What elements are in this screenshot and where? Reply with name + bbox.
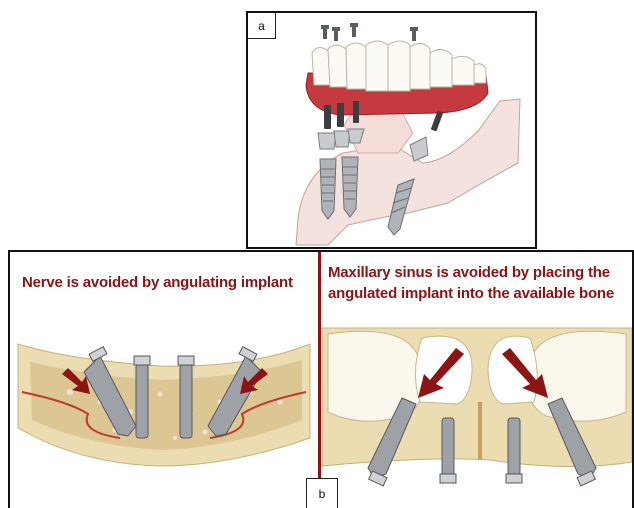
sinus-caption: Maxillary sinus is avoided by placing th… bbox=[328, 262, 614, 304]
panel-divider bbox=[318, 252, 321, 508]
nerve-caption: Nerve is avoided by angulating implant bbox=[22, 272, 293, 293]
panel-b: Nerve is avoided by angulating implant M… bbox=[8, 250, 634, 508]
prosthetic-screw bbox=[321, 23, 418, 41]
midline-suture bbox=[478, 402, 482, 460]
sinus-caption-line-2: angulated implant into the available bon… bbox=[328, 283, 614, 304]
all-on-four-illustration bbox=[248, 13, 535, 247]
sinus-caption-line-1: Maxillary sinus is avoided by placing th… bbox=[328, 262, 614, 283]
prosthesis-teeth bbox=[312, 41, 486, 91]
implant-head bbox=[369, 471, 596, 486]
panel-b-label: b bbox=[306, 478, 338, 508]
panel-a-label: a bbox=[248, 13, 276, 39]
panel-a: a bbox=[246, 11, 537, 249]
sinus-cavity-right bbox=[488, 336, 537, 404]
